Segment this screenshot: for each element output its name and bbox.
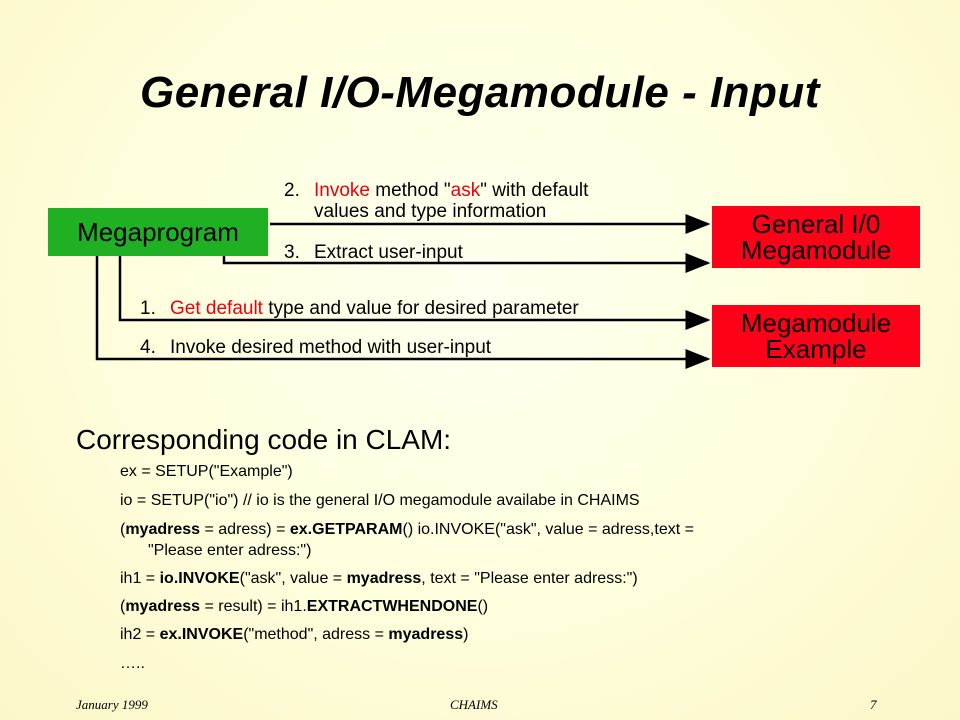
arrow-invoke-method — [95, 256, 711, 369]
step-4-label: 4.Invoke desired method with user-input — [140, 337, 492, 358]
general-io-label-line2: Megamodule — [740, 235, 892, 265]
arrow-get-default — [118, 256, 711, 330]
code-heading: Corresponding code in CLAM: — [76, 424, 452, 455]
code-line-4: ih1 = io.INVOKE("ask", value = myadress,… — [120, 570, 638, 587]
code-line-2: io = SETUP("io") // io is the general I/… — [120, 492, 640, 509]
step-3-label: 3.Extract user-input — [284, 242, 463, 263]
general-io-label-line1: General I/0 — [751, 209, 881, 239]
code-line-6: ih2 = ex.INVOKE("method", adress = myadr… — [120, 626, 469, 643]
footer-date: January 1999 — [76, 697, 148, 712]
megamodule-example-box: Megamodule Example — [712, 305, 920, 367]
code-line-1: ex = SETUP("Example") — [120, 463, 293, 480]
arrow-extract-input — [222, 253, 711, 273]
megaprogram-box: Megaprogram — [48, 208, 268, 256]
example-label-line1: Megamodule — [740, 308, 892, 338]
megaprogram-label: Megaprogram — [77, 217, 239, 247]
code-line-7: ….. — [120, 655, 145, 672]
step-2-label: 2.Invoke method "ask" with default value… — [284, 180, 589, 222]
footer-center: CHAIMS — [450, 697, 498, 712]
code-line-3: (myadress = adress) = ex.GETPARAM() io.I… — [120, 521, 694, 538]
code-line-5: (myadress = result) = ih1.EXTRACTWHENDON… — [120, 598, 489, 615]
code-line-3-cont: "Please enter adress:") — [148, 542, 312, 559]
example-label-line2: Example — [765, 334, 867, 364]
footer-page-number: 7 — [870, 697, 877, 712]
general-io-megamodule-box: General I/0 Megamodule — [712, 206, 920, 268]
step-1-label: 1.Get default type and value for desired… — [140, 298, 579, 319]
slide-title: General I/O-Megamodule - Input — [140, 68, 820, 117]
